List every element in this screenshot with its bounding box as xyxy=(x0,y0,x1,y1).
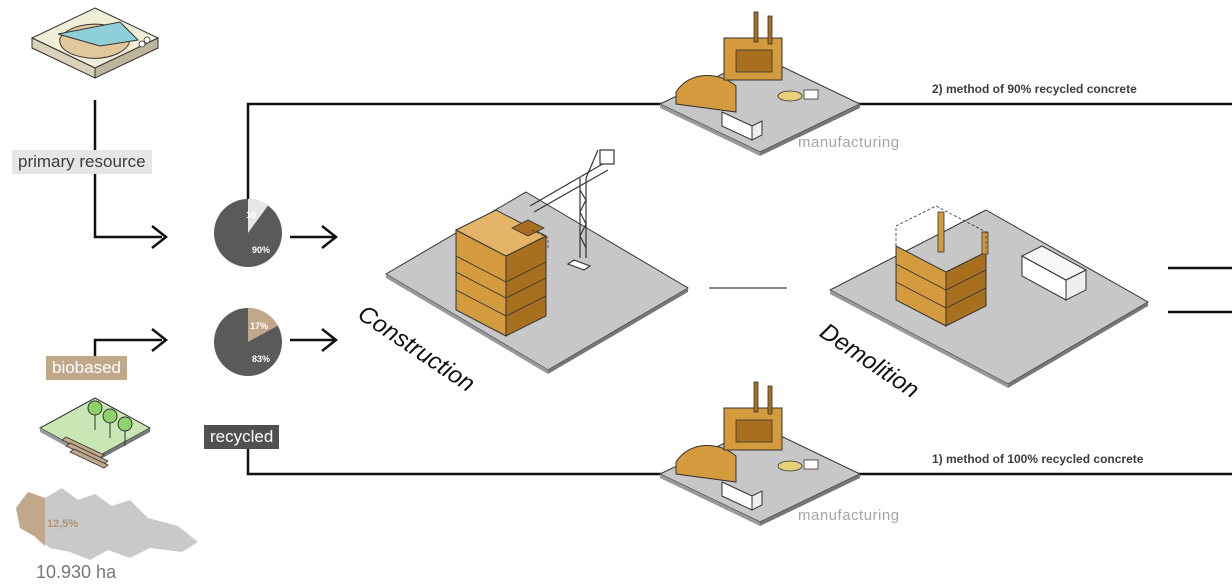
biobased-to-pie-line xyxy=(93,338,162,358)
demolished-building xyxy=(895,205,989,327)
pie-minor-label: 17% xyxy=(250,321,268,331)
manufacturing-label-top: manufacturing xyxy=(798,134,900,151)
pie-major-label: 83% xyxy=(252,354,270,364)
biobased-arrow-head xyxy=(151,328,169,352)
pie-charts: 10 90% 17% 83% xyxy=(214,199,282,376)
demolition-platform xyxy=(828,205,1150,388)
pie-slice-minor xyxy=(248,308,278,342)
primary-to-pie-line xyxy=(93,100,162,239)
map-percent-label: 12,5% xyxy=(47,518,78,530)
pie-minor-label: 10 xyxy=(246,210,256,220)
area-map: 12,5% xyxy=(16,488,198,560)
truck-icon xyxy=(721,111,763,141)
manufacturing-label-bottom: manufacturing xyxy=(798,507,900,524)
pie2-arrow-head xyxy=(321,328,339,352)
truck-icon xyxy=(721,481,763,511)
primary-arrow-head xyxy=(151,225,169,249)
method-90-label: 2) method of 90% recycled concrete xyxy=(932,82,1137,96)
method-100-label: 1) method of 100% recycled concrete xyxy=(932,452,1144,466)
pie1-arrow-head xyxy=(321,225,339,249)
truck-icon xyxy=(1020,245,1088,301)
pie-slice-minor xyxy=(248,199,268,233)
construction-platform xyxy=(385,149,689,374)
primary-resource-label: primary resource xyxy=(12,150,152,174)
top-recycle-line xyxy=(246,102,690,200)
logs-icon xyxy=(61,436,109,469)
pie-major-label: 90% xyxy=(252,245,270,255)
manufacturing-plant-top xyxy=(658,11,862,156)
manufacturing-plant-bottom xyxy=(658,381,862,526)
recycled-label: recycled xyxy=(204,425,280,449)
tree-icon xyxy=(102,408,118,424)
area-label: 10.930 ha xyxy=(36,562,117,582)
tree-icon xyxy=(87,400,103,416)
forest-illustration xyxy=(38,397,152,469)
tree-icon xyxy=(117,416,133,432)
crane-icon xyxy=(529,149,615,271)
flow-lines xyxy=(93,100,1232,476)
biobased-label: biobased xyxy=(46,356,128,380)
primary-resource-illustration xyxy=(30,7,160,79)
bottom-recycle-line xyxy=(246,446,690,476)
